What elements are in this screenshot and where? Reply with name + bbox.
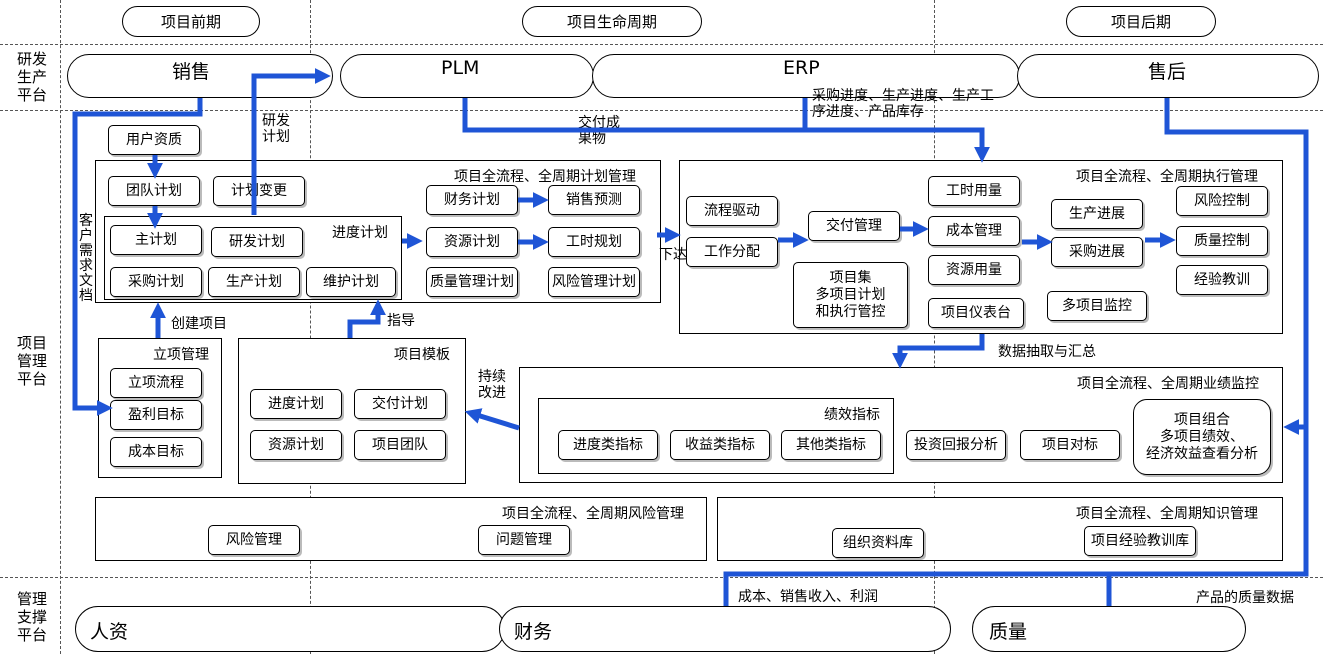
risk-control-node[interactable]: 风险控制	[1176, 186, 1268, 216]
platform-erp-label: ERP	[783, 57, 820, 79]
label-erp-progress: 采购进度、生产进度、生产工 序进度、产品库存	[812, 88, 994, 120]
label-deliverables: 交付成 果物	[578, 115, 620, 147]
phase-pre: 项目前期	[122, 6, 260, 37]
divider-pm	[0, 577, 1323, 578]
platform-after-sales-label: 售后	[1148, 61, 1187, 83]
arrow-plm-to-execution	[462, 98, 991, 163]
label-continuous-improve: 持续 改进	[478, 369, 506, 401]
hours-usage-node[interactable]: 工时用量	[928, 176, 1020, 206]
template-title: 项目模板	[394, 347, 450, 363]
process-drive-node[interactable]: 流程驱动	[686, 196, 778, 226]
arrow-cost-to-finance	[723, 571, 1109, 606]
risk-plan-node[interactable]: 风险管理计划	[548, 267, 640, 297]
risk-mgmt-container	[95, 497, 707, 561]
row-label-mgmt: 管理 支撑 平台	[16, 590, 47, 644]
label-create-project: 创建项目	[171, 316, 227, 332]
cost-mgmt-node[interactable]: 成本管理	[928, 216, 1020, 246]
platform-hr-label: 人资	[90, 621, 129, 643]
portfolio-node[interactable]: 项目组合 多项目绩效、 经济效益查看分析	[1133, 399, 1271, 475]
divider-phase-mid1	[310, 0, 311, 654]
lessons-node[interactable]: 经验教训	[1176, 265, 1268, 295]
progress-plan-title: 进度计划	[332, 225, 388, 241]
platform-plm-label: PLM	[441, 57, 480, 79]
label-issue-down: 下达	[659, 247, 687, 263]
cost-target-node[interactable]: 成本目标	[110, 437, 202, 467]
platform-hr: 人资	[75, 606, 505, 652]
planning-title: 项目全流程、全周期计划管理	[454, 169, 636, 185]
row-label-pm: 项目 管理 平台	[16, 334, 47, 388]
template-progress-plan-node[interactable]: 进度计划	[250, 389, 342, 419]
finance-plan-node[interactable]: 财务计划	[426, 185, 518, 215]
maintenance-plan-node[interactable]: 维护计划	[306, 267, 396, 297]
phase-post: 项目后期	[1066, 6, 1216, 37]
work-assign-node[interactable]: 工作分配	[686, 237, 778, 267]
purchase-progress-node[interactable]: 采购进展	[1051, 237, 1143, 267]
quality-plan-node[interactable]: 质量管理计划	[426, 267, 518, 297]
production-plan-node[interactable]: 生产计划	[208, 267, 300, 297]
multi-project-monitor-node[interactable]: 多项目监控	[1047, 291, 1147, 321]
platform-sales-label: 销售	[172, 61, 211, 83]
project-set-node[interactable]: 项目集 多项目计划 和执行管控	[793, 262, 908, 328]
arrow-portfolio-to-mgmt	[1106, 427, 1309, 606]
quality-control-node[interactable]: 质量控制	[1176, 226, 1268, 256]
initiation-title: 立项管理	[153, 347, 209, 363]
sales-forecast-node[interactable]: 销售预测	[548, 185, 640, 215]
arrow-execution-to-performance	[891, 334, 985, 369]
platform-finance: 财务	[499, 606, 951, 652]
profit-target-node[interactable]: 盈利目标	[110, 400, 202, 430]
template-delivery-plan-node[interactable]: 交付计划	[354, 389, 446, 419]
phase-lifecycle: 项目生命周期	[522, 6, 702, 37]
label-guide: 指导	[387, 313, 415, 329]
performance-title: 项目全流程、全周期业绩监控	[1077, 376, 1259, 392]
platform-quality: 质量	[972, 606, 1246, 652]
execution-title: 项目全流程、全周期执行管理	[1076, 169, 1258, 185]
initiation-process-node[interactable]: 立项流程	[110, 368, 202, 398]
platform-quality-label: 质量	[989, 621, 1028, 643]
master-plan-node[interactable]: 主计划	[110, 225, 202, 255]
arrow-rd-plan-to-plm	[251, 67, 331, 215]
platform-plm: PLM	[340, 54, 594, 98]
org-library-node[interactable]: 组织资料库	[832, 528, 924, 558]
lessons-library-node[interactable]: 项目经验教训库	[1084, 526, 1196, 556]
customer-qualification-node[interactable]: 用户资质	[108, 125, 200, 155]
label-rd-plan: 研发 计划	[262, 113, 290, 145]
issue-mgmt-node[interactable]: 问题管理	[478, 525, 570, 555]
kpi-title: 绩效指标	[824, 407, 880, 423]
arrow-sales-to-initiation	[72, 98, 203, 417]
divider-rd	[0, 110, 1323, 111]
platform-after-sales: 售后	[1017, 54, 1319, 98]
delivery-mgmt-node[interactable]: 交付管理	[808, 211, 900, 241]
revenue-kpi-node[interactable]: 收益类指标	[670, 430, 770, 460]
knowledge-mgmt-title: 项目全流程、全周期知识管理	[1076, 506, 1258, 522]
project-comparison-node[interactable]: 项目对标	[1020, 430, 1120, 460]
risk-mgmt-node[interactable]: 风险管理	[208, 525, 300, 555]
divider-phase-left	[60, 0, 61, 654]
divider-top	[0, 44, 1323, 45]
template-resource-plan-node[interactable]: 资源计划	[250, 430, 342, 460]
resource-plan-node[interactable]: 资源计划	[426, 227, 518, 257]
arrow-template-to-maintenance	[347, 299, 387, 338]
progress-kpi-node[interactable]: 进度类指标	[558, 430, 658, 460]
label-customer-docs: 客户需求文档	[79, 213, 93, 304]
plan-change-node[interactable]: 计划变更	[213, 176, 305, 206]
template-project-team-node[interactable]: 项目团队	[354, 430, 446, 460]
production-progress-node[interactable]: 生产进展	[1051, 199, 1143, 229]
other-kpi-node[interactable]: 其他类指标	[781, 430, 881, 460]
arrow-performance-to-template	[464, 408, 520, 431]
label-cost-revenue: 成本、销售收入、利润	[738, 589, 878, 605]
arrow-after-sales-to-portfolio	[1164, 98, 1309, 436]
resource-usage-node[interactable]: 资源用量	[928, 255, 1020, 285]
hours-plan-node[interactable]: 工时规划	[548, 227, 640, 257]
label-data-extract: 数据抽取与汇总	[998, 344, 1096, 360]
rd-plan-node[interactable]: 研发计划	[211, 227, 303, 257]
platform-finance-label: 财务	[514, 621, 553, 643]
purchase-plan-node[interactable]: 采购计划	[110, 267, 202, 297]
risk-mgmt-title: 项目全流程、全周期风险管理	[502, 506, 684, 522]
label-quality-data: 产品的质量数据	[1196, 590, 1294, 606]
dashboard-node[interactable]: 项目仪表台	[928, 298, 1024, 328]
roi-analysis-node[interactable]: 投资回报分析	[906, 430, 1006, 460]
row-label-rd: 研发 生产 平台	[16, 50, 47, 104]
